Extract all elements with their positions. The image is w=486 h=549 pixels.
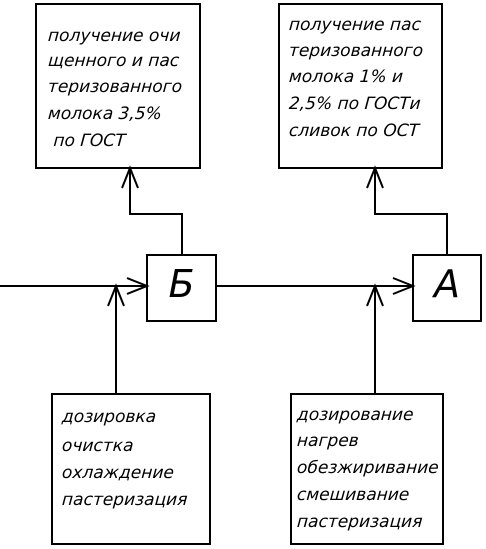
input-left-line: дозировка (61, 407, 157, 427)
output-left-line: получение очи (47, 26, 182, 46)
block-b-label: Б (168, 262, 195, 306)
output-right-line: получение пас (288, 15, 422, 35)
output-box-left (35, 3, 201, 169)
right-input-arrowhead (366, 283, 384, 307)
output-box-right (278, 3, 443, 169)
output-left-line: молока 3,5% (47, 104, 163, 124)
input-left-line: охлаждение (61, 463, 175, 483)
input-left-line: очистка (61, 436, 135, 456)
input-box-left (51, 393, 211, 545)
input-right-line: нагрев (296, 431, 360, 451)
left-input-arrowhead (107, 283, 125, 307)
output-right-line: сливок по ОСТ (288, 121, 420, 141)
input-right-line: смешивание (296, 485, 411, 505)
output-right-line: молока 1% и (288, 67, 404, 87)
input-flow-arrowhead (126, 277, 150, 295)
b-output-arrowhead (121, 165, 139, 189)
input-right-line: обезжиривание (296, 458, 440, 478)
block-a-label: А (434, 262, 460, 306)
input-right-line: пастеризация (296, 512, 424, 532)
input-left-line: пастеризация (61, 490, 189, 510)
b-output-connector (129, 168, 183, 255)
output-right-line: 2,5% по ГОСТи (288, 94, 422, 114)
output-left-line: щенного и пас (47, 51, 180, 71)
b-to-a-arrowhead (392, 277, 416, 295)
a-output-connector (374, 168, 448, 255)
output-left-line: теризованного (47, 77, 183, 97)
input-box-right (290, 393, 444, 545)
input-right-line: дозирование (296, 405, 415, 425)
output-left-line: по ГОСТ (47, 131, 127, 151)
a-output-arrowhead (366, 165, 384, 189)
output-right-line: теризованного (288, 41, 424, 61)
